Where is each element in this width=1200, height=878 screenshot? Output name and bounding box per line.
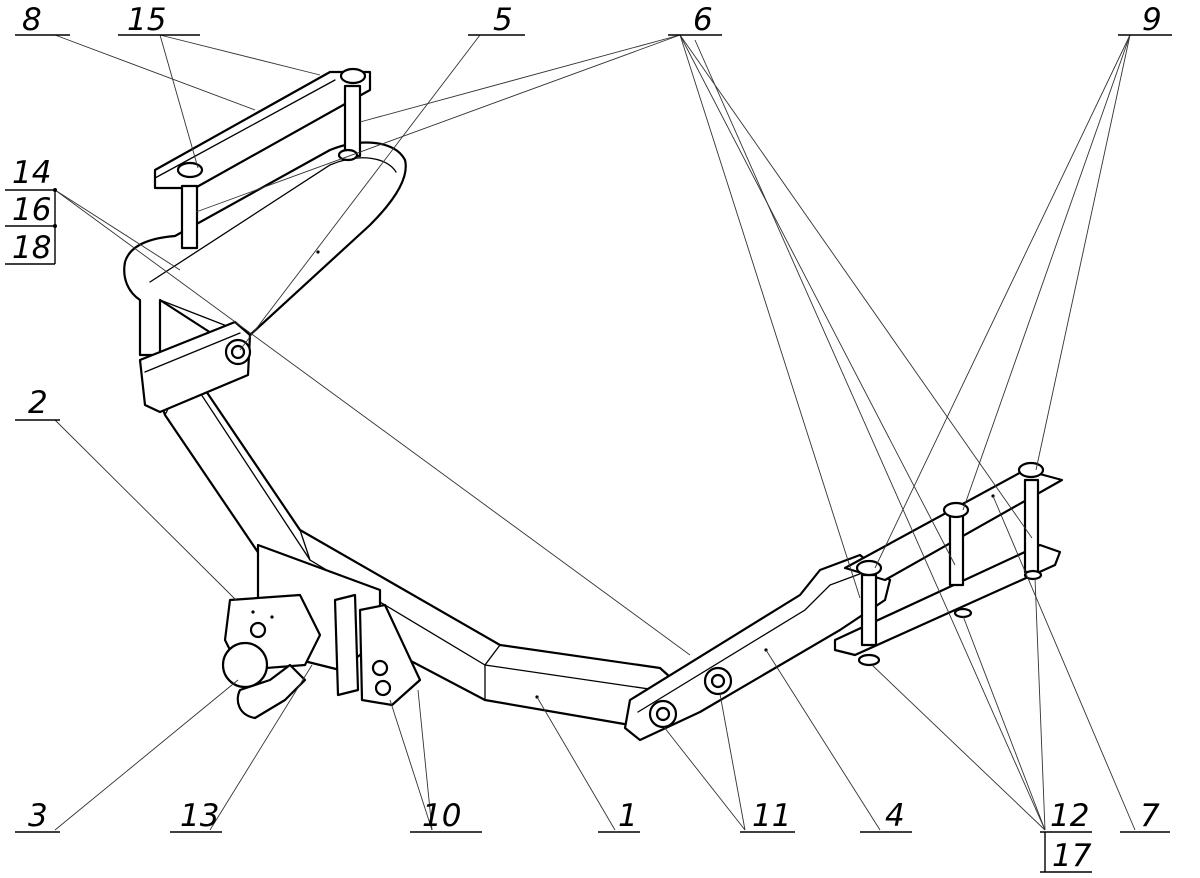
callout-14: 14 [12,155,51,191]
callout-12: 12 [1050,798,1089,834]
callout-8: 8 [22,2,42,38]
callout-17: 17 [1052,838,1092,874]
callout-3: 3 [28,798,48,834]
left-clamp-plate [153,67,372,250]
left-mounting-bracket [123,141,407,357]
right-side-arm [623,553,892,742]
callout-10: 10 [422,798,461,834]
callout-4: 4 [885,798,905,834]
callout-2: 2 [28,385,48,421]
tow-ball [221,641,307,720]
callout-5: 5 [493,2,513,38]
callout-6: 6 [693,2,713,38]
callout-labels: 8 15 5 6 9 14 16 18 2 3 13 10 1 11 4 [5,2,1172,874]
callout-11: 11 [752,798,791,834]
leader-lines [54,34,1136,831]
callout-15: 15 [127,2,166,38]
callout-7: 7 [1140,798,1160,834]
callout-18: 18 [12,230,51,266]
callout-9: 9 [1142,2,1162,38]
callout-13: 13 [180,798,219,834]
callout-16: 16 [12,192,51,228]
right-clamp-assembly [833,461,1064,667]
callout-1: 1 [618,798,638,834]
center-vertical-plates [333,593,422,707]
